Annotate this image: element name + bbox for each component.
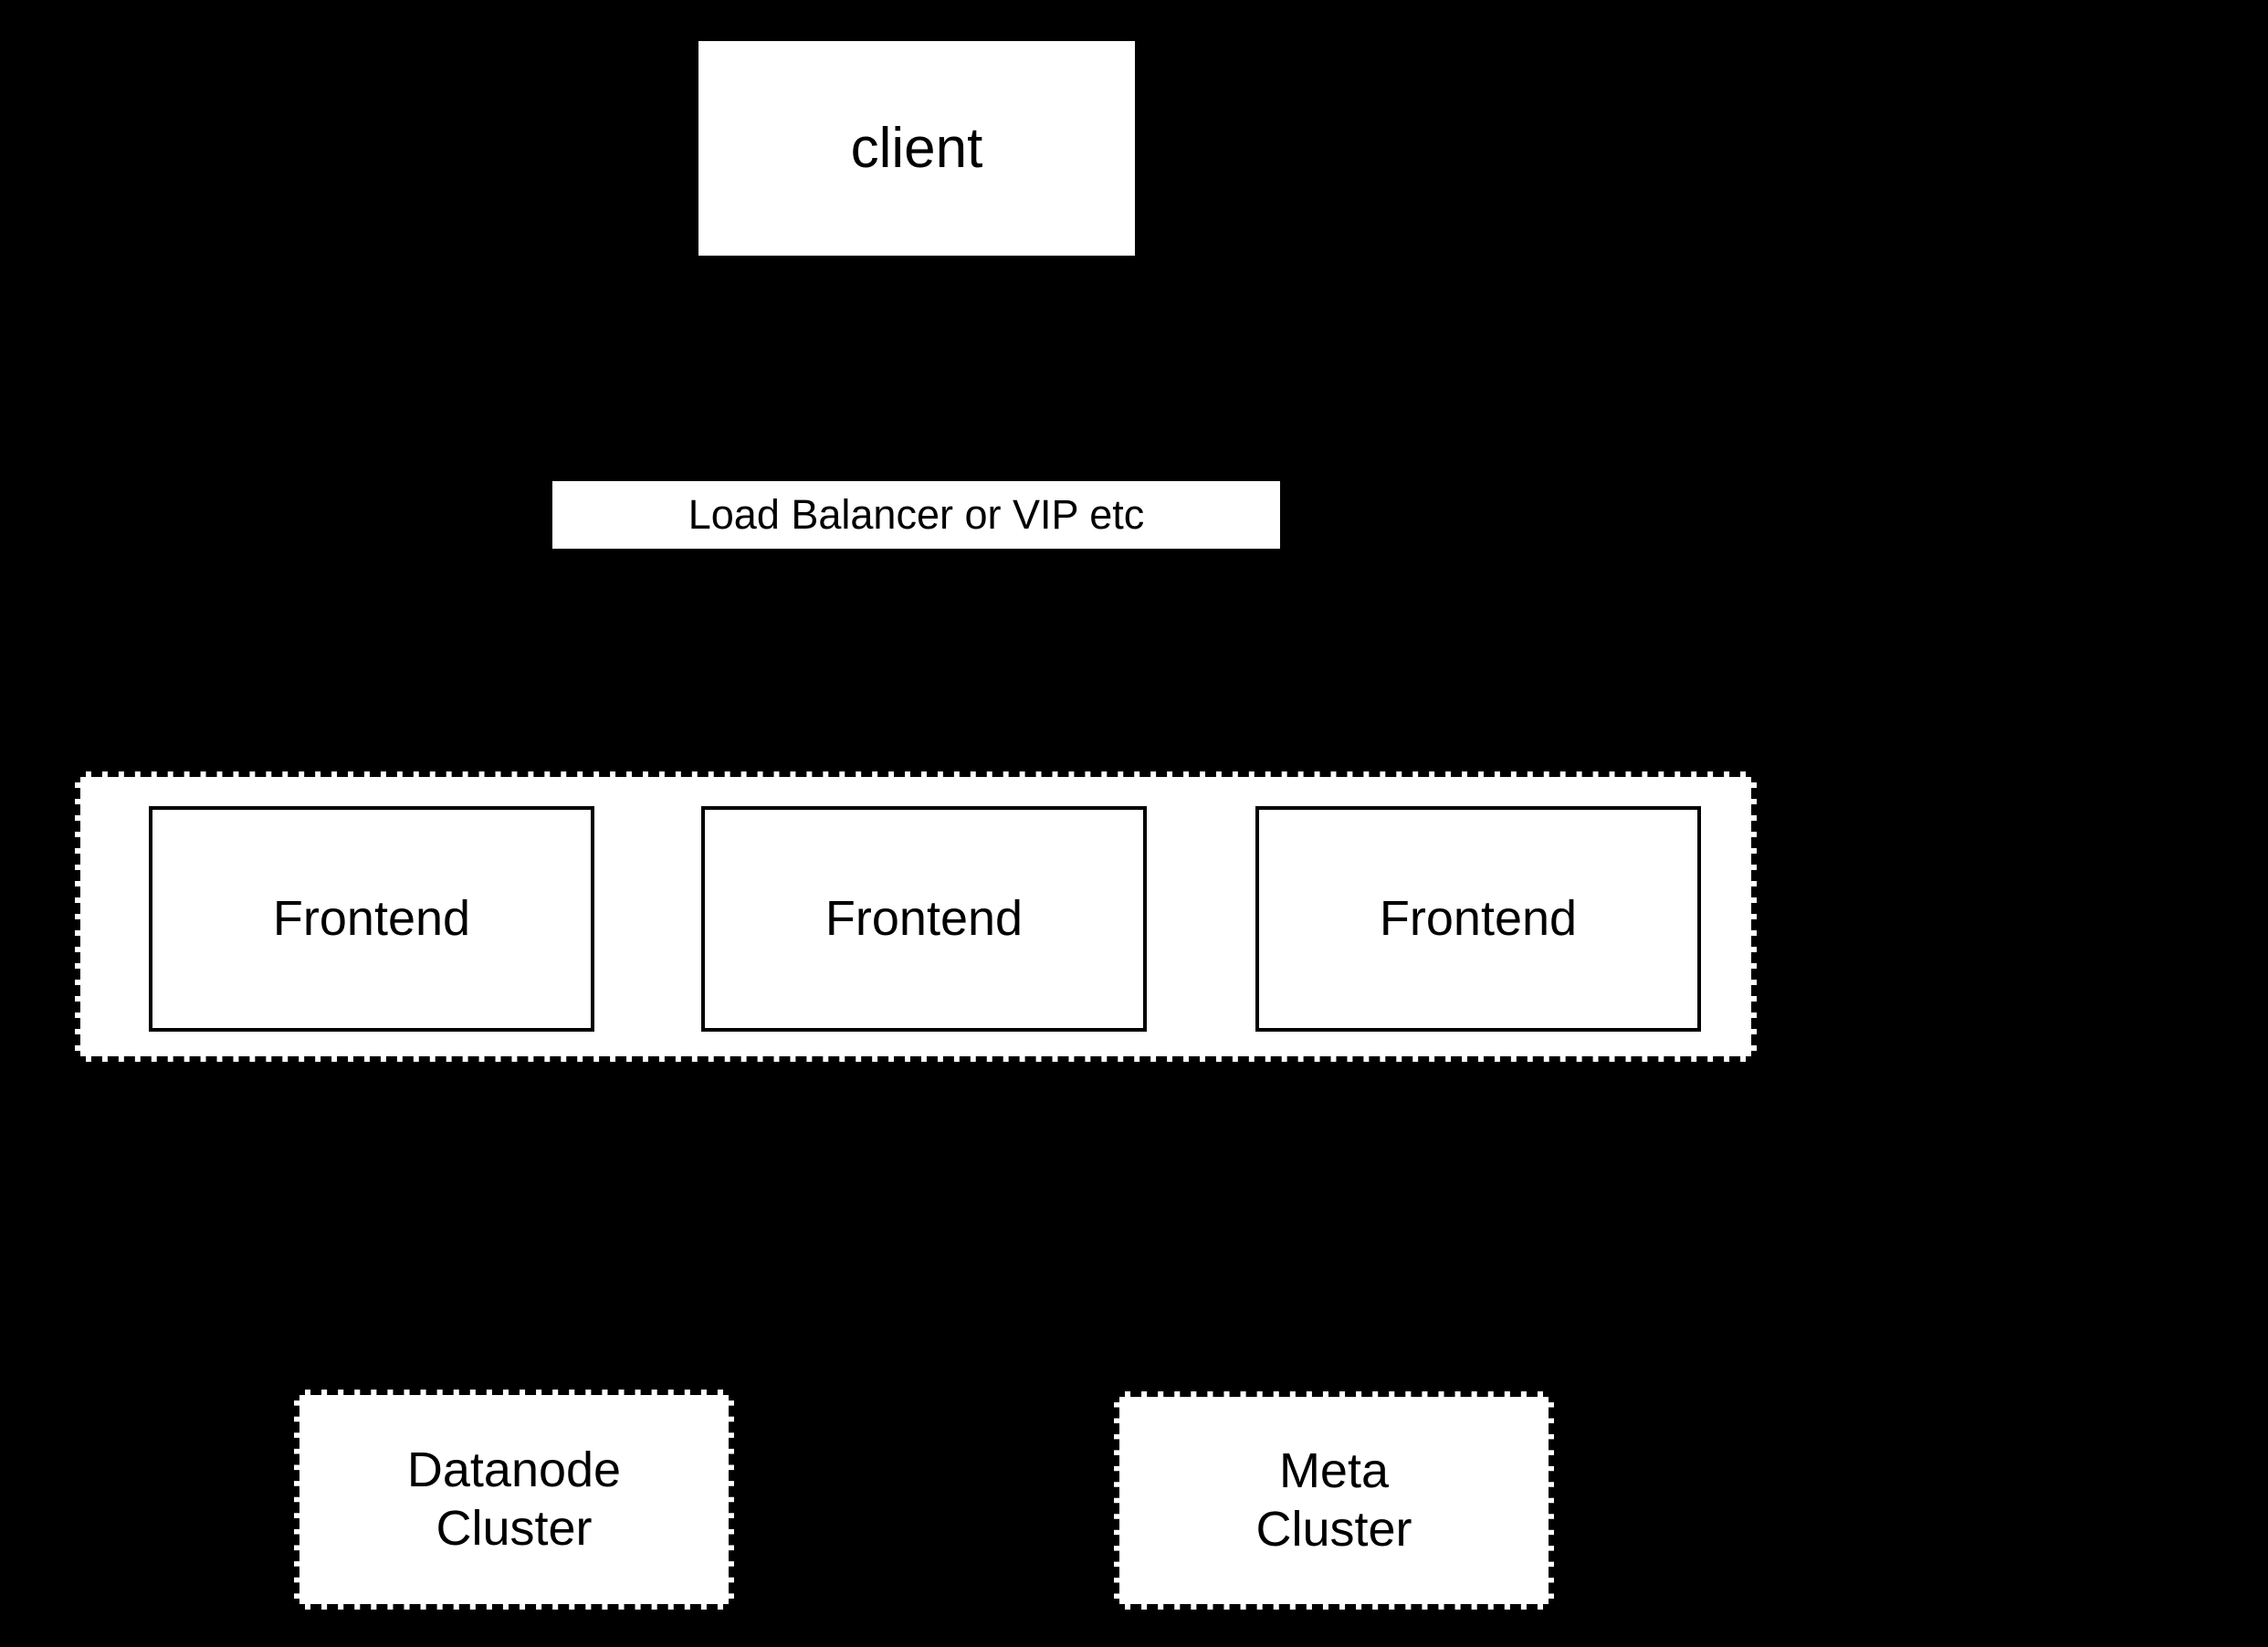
- node-frontend-2-label: Frontend: [824, 890, 1024, 946]
- node-frontend-3[interactable]: Frontend: [1255, 806, 1701, 1032]
- node-frontend-1-label: Frontend: [272, 890, 471, 946]
- node-load-balancer[interactable]: Load Balancer or VIP etc: [552, 481, 1280, 549]
- node-frontend-3-label: Frontend: [1379, 890, 1578, 946]
- node-client-label: client: [850, 116, 983, 180]
- node-client[interactable]: client: [698, 41, 1135, 256]
- node-meta-cluster[interactable]: Meta Cluster: [1114, 1391, 1554, 1610]
- node-datanode-cluster-label: Datanode Cluster: [406, 1442, 622, 1556]
- node-frontend-1[interactable]: Frontend: [149, 806, 594, 1032]
- node-datanode-cluster[interactable]: Datanode Cluster: [294, 1390, 734, 1610]
- node-load-balancer-label: Load Balancer or VIP etc: [688, 491, 1145, 539]
- node-frontend-2[interactable]: Frontend: [701, 806, 1147, 1032]
- node-meta-cluster-label: Meta Cluster: [1255, 1442, 1412, 1557]
